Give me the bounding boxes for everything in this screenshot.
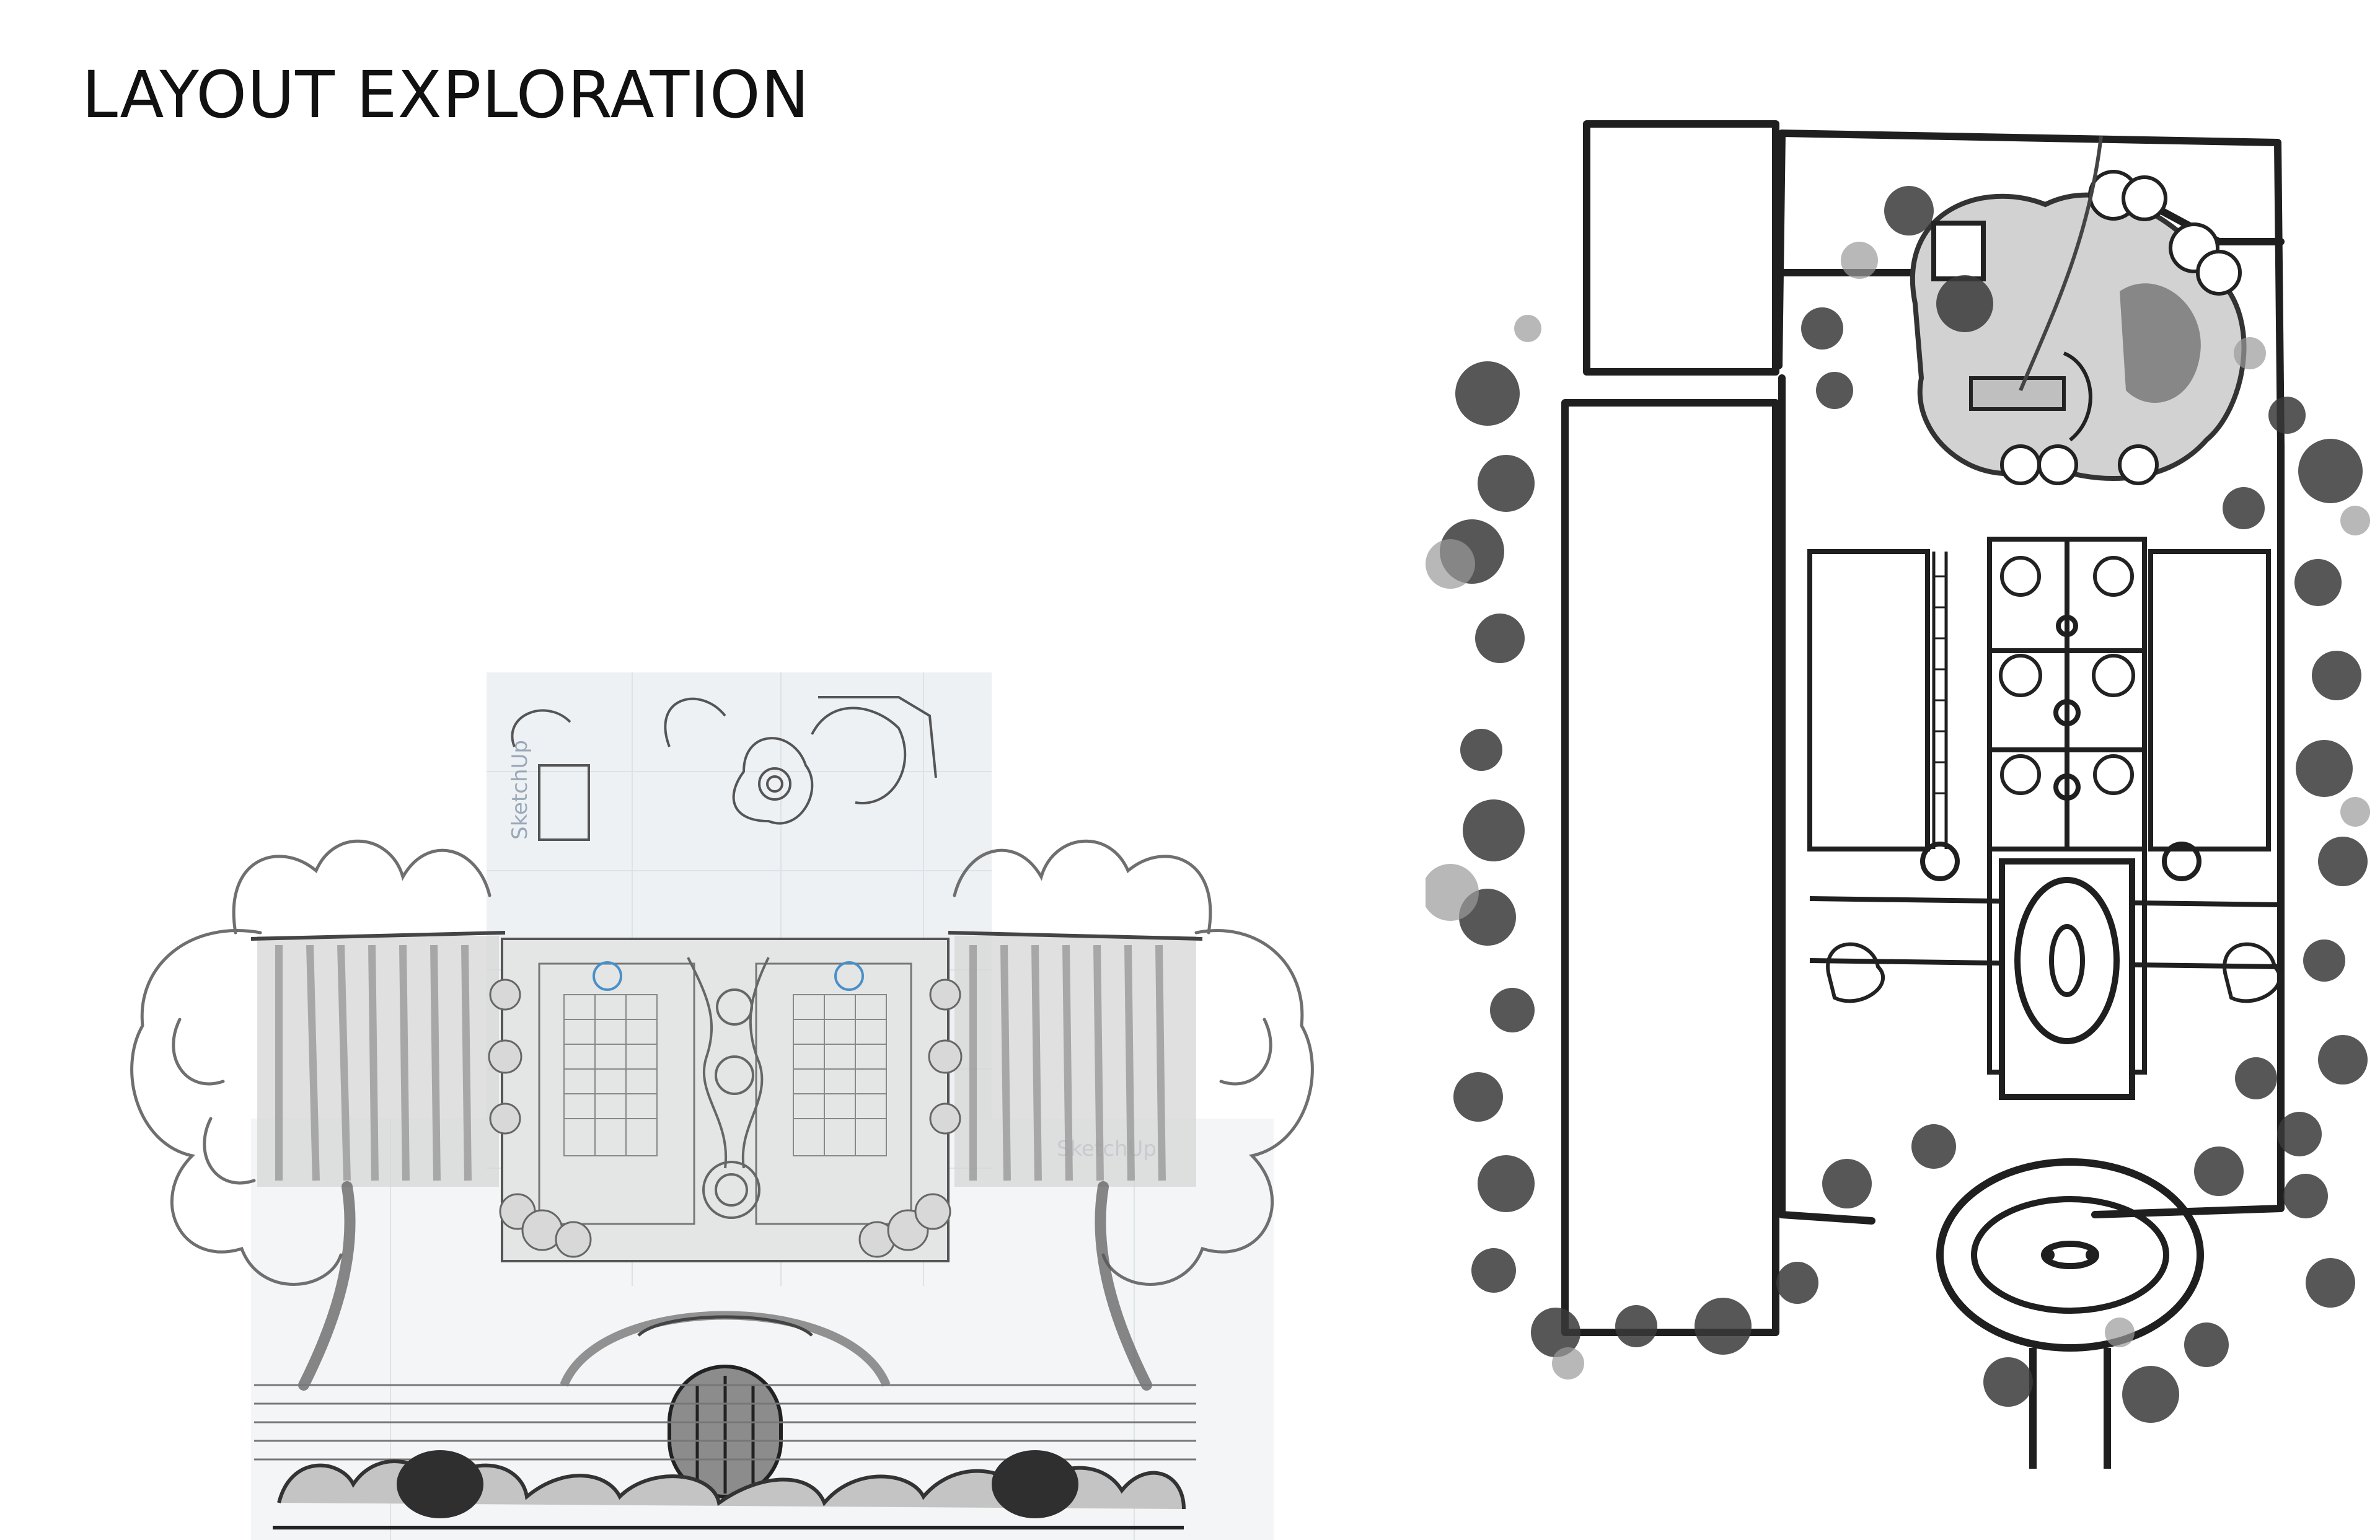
upper-garden bbox=[1910, 136, 2247, 485]
central-fountain bbox=[1999, 858, 2135, 1100]
shrub-clusters bbox=[488, 979, 963, 1258]
right-canopy-outline bbox=[953, 839, 1314, 1286]
building-outlines bbox=[1561, 120, 2285, 1336]
right-trellis bbox=[948, 931, 1203, 1187]
left-trellis bbox=[250, 931, 506, 1187]
left-canopy-outline bbox=[130, 839, 491, 1286]
elevation-sketch: SketchUp SketchUp bbox=[130, 672, 1314, 1540]
sketchup-watermark: SketchUp bbox=[508, 740, 532, 840]
forecourt bbox=[1936, 1158, 2204, 1469]
central-garden-plan bbox=[488, 696, 963, 1262]
perimeter-trees bbox=[1426, 186, 2370, 1423]
plan-sketch bbox=[1426, 120, 2370, 1469]
front-hedge bbox=[273, 1450, 1186, 1529]
tree-trunks bbox=[298, 1181, 1152, 1391]
parterre-shrubs bbox=[1826, 556, 2281, 1003]
page-title: LAYOUT EXPLORATION bbox=[82, 57, 810, 133]
